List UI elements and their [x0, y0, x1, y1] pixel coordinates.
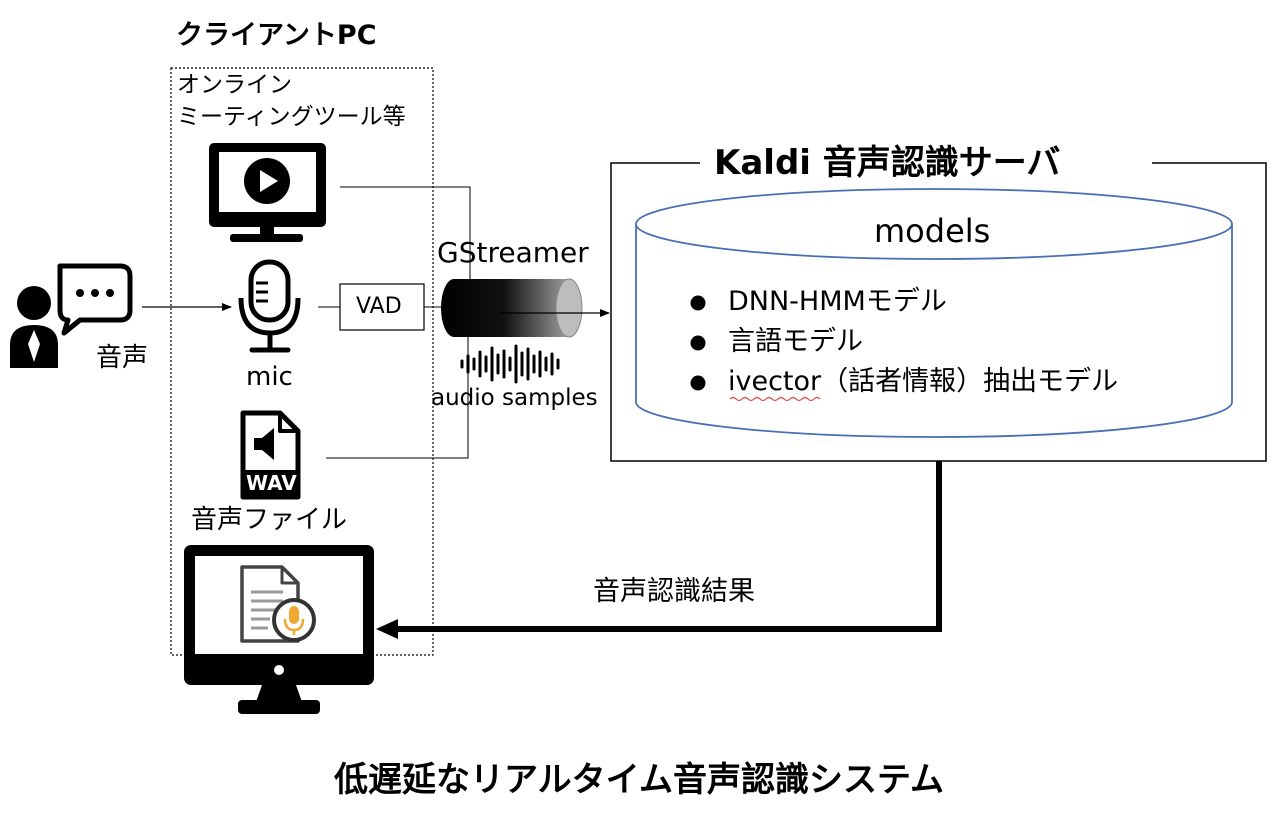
- diagram-caption: 低遅延なリアルタイム音声認識システム: [334, 760, 944, 800]
- audio-file-label: 音声ファイル: [191, 505, 348, 535]
- model-item-dnn-hmm: DNN-HMMモデル: [728, 286, 947, 317]
- server-title: Kaldi 音声認識サーバ: [714, 143, 1061, 183]
- audio-waveform-icon: [460, 344, 560, 384]
- model-item-language: 言語モデル: [728, 326, 863, 357]
- speech-bubble-icon: [57, 263, 133, 336]
- mic-icon: [238, 259, 301, 353]
- vad-box: [339, 283, 425, 331]
- audio-samples-label: audio samples: [431, 385, 598, 411]
- mic-label: mic: [246, 362, 293, 392]
- gstreamer-tube: [441, 278, 583, 338]
- meeting-tool-label-line1: オンライン: [177, 72, 292, 98]
- model-item-ivector: ivector（話者情報）抽出モデル: [728, 366, 1119, 397]
- model-bullets: [690, 295, 706, 391]
- models-label: models: [874, 212, 991, 250]
- document-mic-icon: [240, 565, 316, 643]
- meeting-monitor-icon: [209, 143, 326, 242]
- vad-label: VAD: [356, 294, 402, 319]
- client-pc-title: クライアントPC: [176, 20, 377, 51]
- speaker-label: 音声: [96, 343, 149, 373]
- wav-label: WAV: [246, 471, 297, 495]
- speaker-person-icon: [10, 286, 58, 368]
- gstreamer-label: GStreamer: [437, 236, 589, 269]
- wav-file-icon: [240, 410, 301, 500]
- result-label: 音声認識結果: [593, 576, 755, 607]
- spellcheck-squiggle: [729, 396, 821, 402]
- models-database: [635, 188, 1233, 438]
- meeting-tool-label-line2: ミーティングツール等: [177, 104, 406, 130]
- result-arrow: [376, 461, 942, 639]
